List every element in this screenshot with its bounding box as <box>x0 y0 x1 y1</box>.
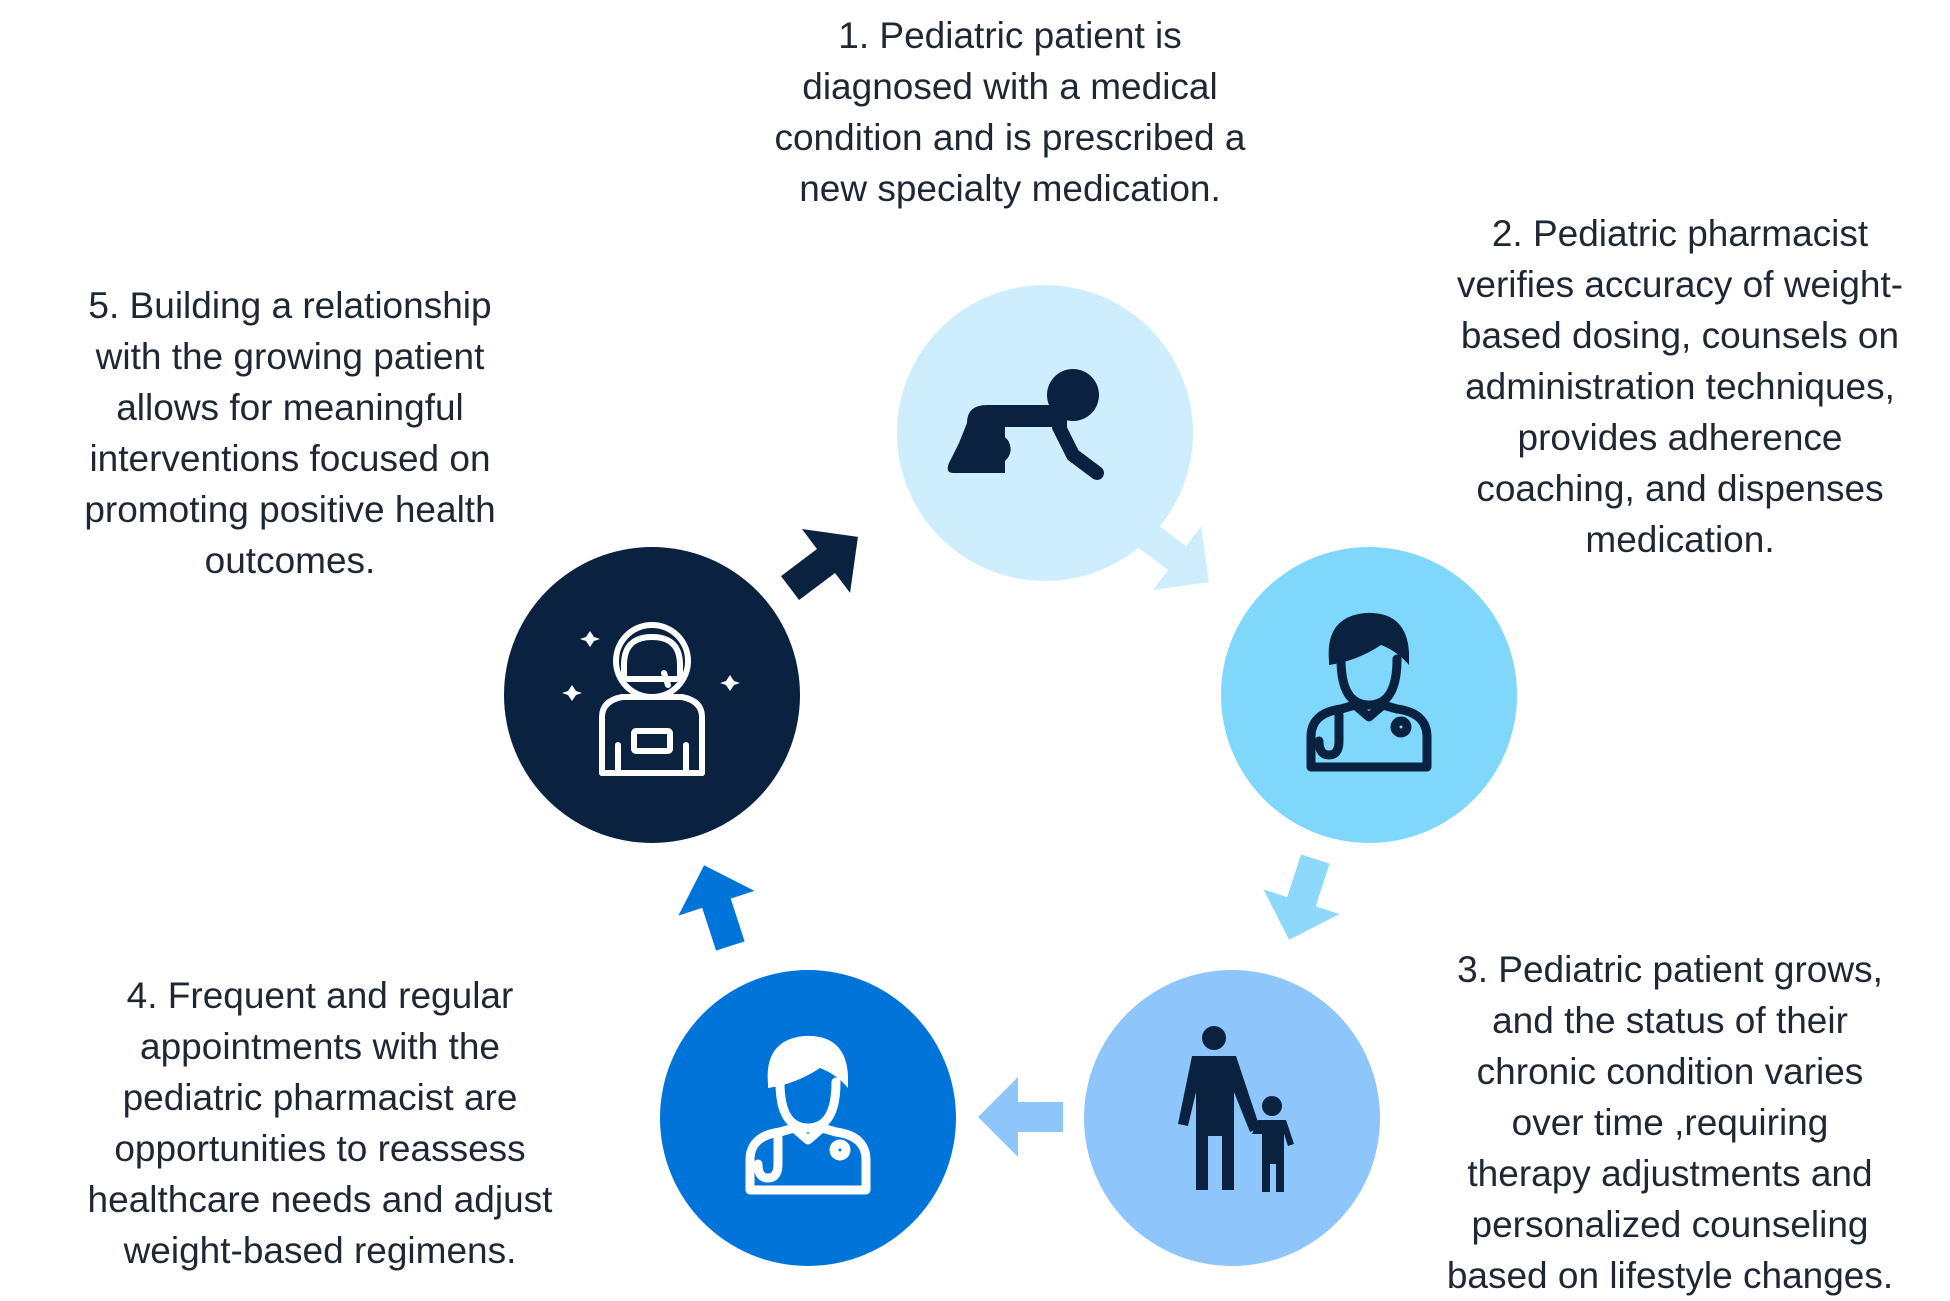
arrow-2-to-3 <box>1263 854 1340 940</box>
astronaut-icon <box>562 622 740 776</box>
step-3-caption: 3. Pediatric patient grows, and the stat… <box>1446 949 1894 1296</box>
step-4-caption: 4. Frequent and regular appointments wit… <box>87 975 553 1271</box>
arrow-5-to-1 <box>781 529 858 601</box>
arrow-3-to-4 <box>978 1077 1063 1157</box>
step-1-caption: 1. Pediatric patient is diagnosed with a… <box>774 15 1246 209</box>
arrow-1-to-2 <box>1132 518 1209 590</box>
adult-holding-child-icon <box>1178 1026 1294 1192</box>
step-4-circle <box>660 970 956 1266</box>
crawling-baby-icon <box>947 369 1104 480</box>
pharmacist-icon <box>1306 612 1432 772</box>
arrow-4-to-5 <box>678 865 755 951</box>
step-2-circle <box>1221 547 1517 843</box>
step-2-caption: 2. Pediatric pharmacist verifies accurac… <box>1456 213 1904 560</box>
step-5-caption: 5. Building a relationship with the grow… <box>84 285 496 581</box>
pharmacist-icon <box>745 1035 871 1195</box>
step-1-circle <box>897 285 1193 581</box>
